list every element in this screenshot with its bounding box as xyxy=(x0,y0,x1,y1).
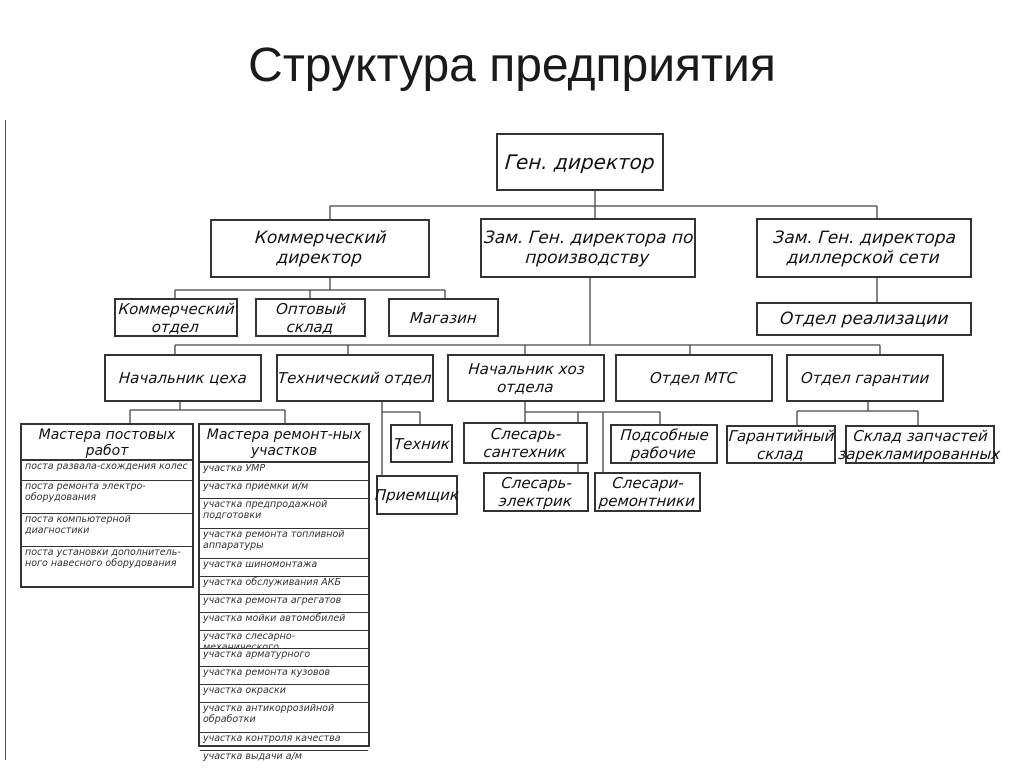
list-item: участка слесарно-механического xyxy=(200,631,368,649)
list-item: поста установки дополнитель-ного навесно… xyxy=(25,547,181,569)
list-item: участка ремонта топливной аппаратуры xyxy=(200,529,368,559)
commercial-dept-box: Коммерческий отдел xyxy=(114,298,238,337)
shop-head-box: Начальник цеха xyxy=(104,354,262,402)
list-item: участка мойки автомобилей xyxy=(200,613,368,631)
store-box: Магазин xyxy=(388,298,499,337)
list-item: участка приемки и/м xyxy=(200,481,368,499)
reclaimed-parts-box: Склад запчастей зарекламированных xyxy=(837,425,1001,464)
list-item: участка ремонта агрегатов xyxy=(200,595,368,613)
plumber-box: Слесарь-сантехник xyxy=(463,422,588,464)
list-item: участка контроля качества xyxy=(200,733,368,751)
list-item: участка обслуживания АКБ xyxy=(200,577,368,595)
mts-dept-box: Отдел МТС xyxy=(615,354,773,402)
list-item: участка УМР xyxy=(200,463,368,481)
household-head-box: Начальник хоз отдела xyxy=(447,354,605,402)
slide-title: Структура предприятия xyxy=(248,39,776,92)
list-item: участка выдачи а/м xyxy=(203,751,302,762)
gen-director-box: Ген. директор xyxy=(496,133,664,191)
repair-masters-table: Мастера ремонт-ных участков участка УМР … xyxy=(198,423,370,762)
list-item: участка арматурного xyxy=(200,649,368,667)
commercial-director-box: Коммерческий директор xyxy=(210,219,430,278)
list-item: поста ремонта электро-оборудования xyxy=(22,481,192,514)
deputy-production-box: Зам. Ген. директора по производству xyxy=(480,218,696,278)
repair-fitters-box: Слесари-ремонтники xyxy=(594,472,701,512)
frame-line xyxy=(5,120,6,760)
repair-masters-header: Мастера ремонт-ных участков xyxy=(200,425,368,463)
post-masters-header: Мастера постовых работ xyxy=(22,425,192,461)
list-item: участка окраски xyxy=(200,685,368,703)
helpers-box: Подсобные рабочие xyxy=(610,424,718,464)
list-item: участка предпродажной подготовки xyxy=(200,499,368,529)
electrician-box: Слесарь-электрик xyxy=(483,472,589,512)
technician-box: Техник xyxy=(390,424,453,463)
post-masters-table: Мастера постовых работ поста развала-схо… xyxy=(20,423,194,588)
sales-dept-box: Отдел реализации xyxy=(756,302,972,336)
tech-dept-box: Технический отдел xyxy=(276,354,434,402)
list-item: участка антикоррозийной обработки xyxy=(200,703,368,733)
deputy-dealer-box: Зам. Ген. директора диллерской сети xyxy=(756,218,972,278)
receiver-box: Приемщик xyxy=(374,475,460,515)
warranty-store-box: Гарантийный склад xyxy=(726,425,836,464)
warranty-dept-box: Отдел гарантии xyxy=(786,354,944,402)
list-item: поста развала-схождения колес xyxy=(22,461,192,481)
list-item: участка шиномонтажа xyxy=(200,559,368,577)
list-item: участка ремонта кузовов xyxy=(200,667,368,685)
list-item: поста компьютерной диагностики xyxy=(22,514,192,547)
wholesale-box: Оптовый склад xyxy=(255,298,366,337)
